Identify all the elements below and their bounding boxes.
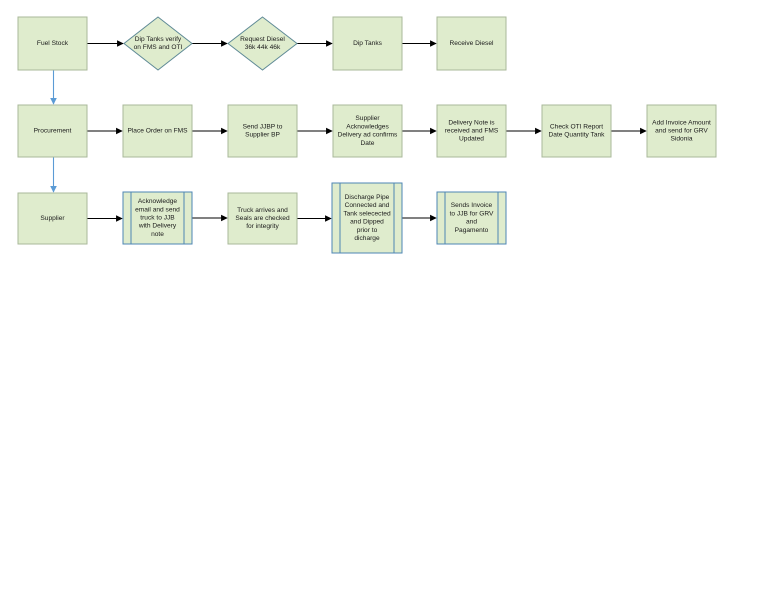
process-box	[17, 192, 88, 245]
process-box	[17, 104, 88, 158]
node-label-line: email and send	[135, 206, 180, 213]
node-label-line: Procurement	[34, 128, 72, 135]
node-label-line: 36k 44k 46k	[245, 44, 281, 51]
node-label-line: Receive Diesel	[450, 40, 495, 47]
process-box	[436, 104, 507, 158]
node-label-line: Connected and	[345, 202, 390, 209]
node-label-line: Supplier	[40, 215, 65, 222]
node-place-order: Place Order on FMS	[122, 104, 193, 158]
node-label-line: Place Order on FMS	[127, 128, 188, 135]
node-label-line: with Delivery	[138, 223, 177, 230]
node-label-line: note	[151, 231, 164, 238]
node-procurement: Procurement	[17, 104, 88, 158]
node-send-jjbp: Send JJBP to Supplier BP	[227, 104, 298, 158]
subprocess-box	[122, 191, 193, 245]
node-label-line: Sends Invoice	[451, 202, 493, 209]
node-label-line: Sidonia	[671, 136, 693, 143]
node-label-line: Acknowledges	[346, 123, 389, 130]
node-label-line: and send for GRV	[655, 128, 708, 135]
node-label-line: Tank selecected	[343, 210, 391, 217]
node-label-line: on FMS and OTI	[134, 44, 183, 51]
process-box	[227, 104, 298, 158]
process-box	[646, 104, 717, 158]
connectors	[50, 40, 647, 222]
decision-diamond	[123, 16, 193, 71]
node-label-line: Pagamento	[455, 227, 489, 234]
node-label-line: prior to	[357, 227, 378, 234]
node-label-line: Acknowledge	[138, 198, 178, 205]
node-label-line: dicharge	[354, 235, 380, 242]
node-receive-diesel: Receive Diesel	[436, 16, 507, 71]
process-box	[17, 16, 88, 71]
node-label-line: Delivery ad confirms	[338, 132, 398, 139]
subprocess-box	[331, 182, 403, 254]
node-label-line: Request Diesel	[240, 36, 285, 43]
node-label-line: Updated	[459, 136, 484, 143]
node-label-line: and Dipped	[350, 219, 384, 226]
decision-diamond	[227, 16, 298, 71]
node-label-line: Discharge Pipe	[345, 194, 390, 201]
node-label: Dip Tanks	[353, 40, 383, 47]
node-fuel-stock: Fuel Stock	[17, 16, 88, 71]
process-box	[541, 104, 612, 158]
node-label: Fuel Stock	[37, 40, 69, 47]
node-label-line: Send JJBP to	[243, 123, 283, 130]
node-label-line: Dip Tanks	[353, 40, 383, 47]
node-label-line: Truck arrives and	[237, 207, 288, 214]
process-box	[122, 104, 193, 158]
node-label-line: Date	[361, 140, 375, 147]
node-label-line: for integrity	[246, 223, 279, 230]
node-dip-tanks: Dip Tanks	[332, 16, 403, 71]
node-label-line: received and FMS	[445, 128, 499, 135]
node-label-line: Fuel Stock	[37, 40, 69, 47]
node-label: Place Order on FMS	[127, 128, 188, 135]
process-box	[436, 16, 507, 71]
node-label-line: truck to JJB	[140, 215, 175, 222]
node-label-line: Supplier	[355, 115, 380, 122]
node-label-line: Date Quantity Tank	[549, 132, 606, 139]
node-label-line: Seals are checked	[235, 215, 290, 222]
node-label-line: Add Invoice Amount	[652, 119, 711, 126]
node-label-line: Check OTI Report	[550, 123, 603, 130]
process-box	[227, 192, 298, 245]
node-label-line: Dip Tanks verify	[135, 36, 182, 43]
node-label: Receive Diesel	[450, 40, 495, 47]
node-label: Supplier	[40, 215, 65, 222]
process-box	[332, 104, 403, 158]
node-supplier: Supplier	[17, 192, 88, 245]
node-label: Send JJBP to Supplier BP	[243, 123, 283, 138]
node-label-line: to JJB for GRV	[450, 210, 494, 217]
node-label-line: Delivery Note is	[448, 119, 495, 126]
process-box	[332, 16, 403, 71]
node-label-line: and	[466, 219, 477, 226]
node-label: Procurement	[34, 128, 72, 135]
subprocess-box	[436, 191, 507, 245]
node-label-line: Supplier BP	[245, 132, 280, 139]
